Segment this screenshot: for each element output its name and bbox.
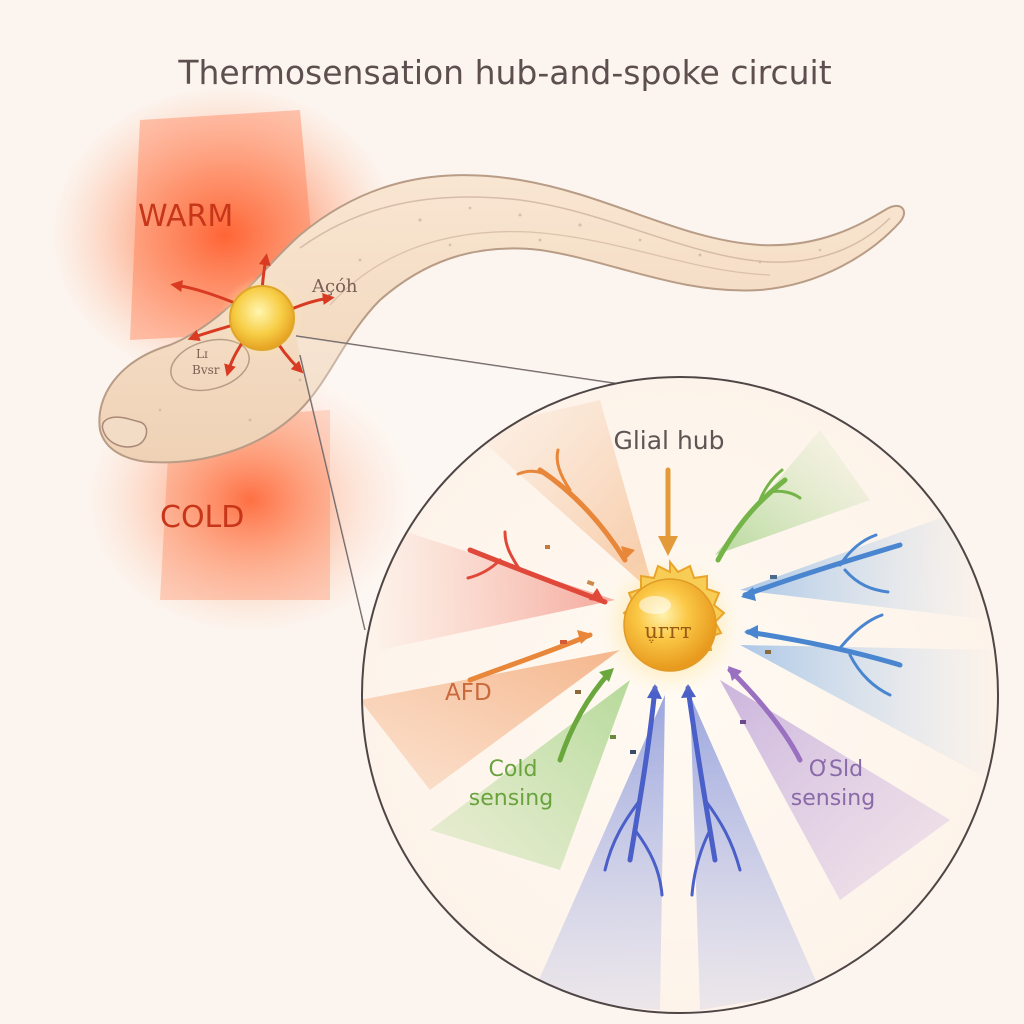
spoke-blue-lower bbox=[745, 613, 903, 697]
glial-hub-label: Glial hub bbox=[613, 426, 724, 455]
other-sensing-label-line1: ƠSld bbox=[809, 757, 863, 782]
spoke-red bbox=[466, 530, 608, 605]
fragments bbox=[545, 545, 777, 754]
worm-hub-cluster bbox=[170, 253, 335, 377]
worm-head-label: Açóh bbox=[311, 276, 358, 297]
diagram-title: Thermosensation hub-and-spoke circuit bbox=[177, 53, 831, 92]
magnified-view: ݆uггт bbox=[361, 376, 999, 1014]
cold-sensing-label-line2: sensing bbox=[469, 786, 553, 811]
warm-label: WARM bbox=[138, 199, 233, 234]
cold-sensing-label-line1: Cold bbox=[489, 757, 538, 782]
spoke-orange-top bbox=[516, 448, 628, 563]
other-sensing-label-line2: sensing bbox=[791, 786, 875, 811]
glial-hub: ݆uггт bbox=[600, 555, 740, 695]
worm-hub-node bbox=[229, 285, 295, 351]
spoke-afd bbox=[467, 632, 593, 683]
spoke-green-top bbox=[715, 468, 802, 563]
afd-label: AFD bbox=[445, 680, 492, 706]
zoom-line-bottom bbox=[299, 354, 366, 631]
zoom-line-top bbox=[295, 335, 661, 391]
spoke-indigo-right bbox=[685, 685, 742, 897]
spoke-indigo-left bbox=[603, 685, 664, 897]
hub-core-label: ݆uггт bbox=[644, 619, 691, 643]
spokes bbox=[466, 448, 903, 897]
worm-inner-label-1: Lɪ bbox=[196, 347, 208, 361]
spoke-purple bbox=[727, 667, 803, 763]
cold-label: COLD bbox=[160, 500, 244, 535]
worm-inner-label-2: Bvsr bbox=[192, 363, 220, 377]
magnified-circle-border bbox=[361, 376, 999, 1014]
spoke-cold-green bbox=[557, 669, 613, 763]
spoke-blue-upper bbox=[742, 533, 903, 598]
